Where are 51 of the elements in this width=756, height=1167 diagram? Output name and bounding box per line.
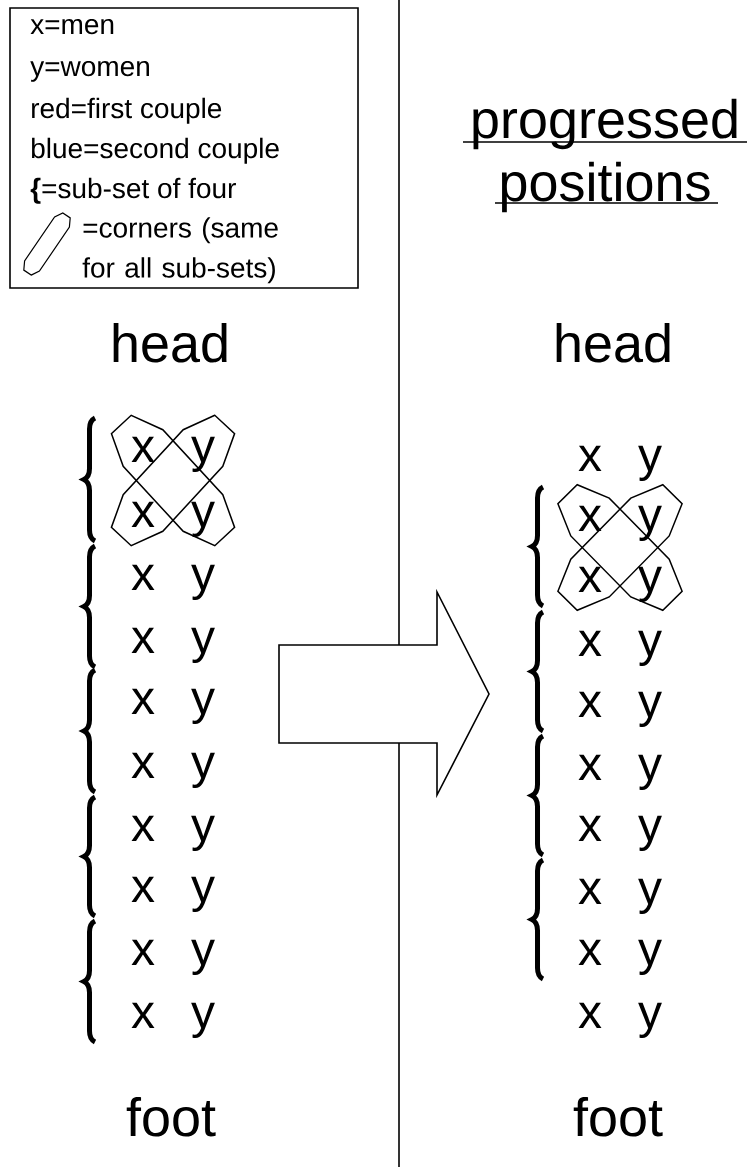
dancer-letter: x — [131, 1002, 155, 1028]
dancer-letter: x — [578, 630, 602, 656]
dancer-letter: x — [131, 752, 155, 778]
dancer-letter: x — [131, 564, 155, 590]
dancer-letter: y — [191, 939, 215, 975]
legend-entry: =corners (same for all sub-sets) — [82, 217, 278, 284]
dancer-letter: y — [191, 501, 215, 537]
dancer-letter: y — [191, 876, 215, 912]
dancer-letter: y — [638, 445, 662, 481]
dancer-letter: x — [578, 754, 602, 780]
dancer-letter: y — [638, 878, 662, 914]
dancer-letter: y — [638, 754, 662, 790]
dancer-letter: x — [578, 815, 602, 841]
dancer-letter: y — [191, 752, 215, 788]
legend-entry: red=first couple — [32, 97, 222, 124]
dancer-letter: x — [131, 627, 155, 653]
dancer-letter: x — [578, 691, 602, 717]
legend-entry: x=men — [30, 18, 114, 35]
dancer-letter: x — [578, 1002, 602, 1028]
dancer-letter: x — [578, 505, 602, 531]
dancer-letter: x — [131, 688, 155, 714]
legend-entry: {=sub-set of four — [30, 177, 236, 204]
dancer-letter: x — [131, 876, 155, 902]
dancer-letter: x — [578, 445, 602, 471]
dancer-letter: x — [578, 566, 602, 592]
dancer-letter: y — [191, 564, 215, 600]
legend-entry: y=women — [30, 60, 149, 82]
dancer-letter: y — [638, 505, 662, 541]
dancer-letter: y — [638, 1002, 662, 1038]
dancer-letter: y — [191, 815, 215, 851]
dancer-letter: y — [191, 436, 215, 472]
dancer-letter: x — [131, 436, 155, 462]
dancer-letter: y — [638, 566, 662, 602]
dancer-letter: y — [191, 627, 215, 663]
section-heading: progressed positions — [462, 98, 748, 213]
position-label: head — [556, 322, 670, 363]
legend-entry: blue=second couple — [32, 137, 279, 164]
dancer-letter: y — [191, 1002, 215, 1038]
dancer-letter: y — [638, 939, 662, 975]
position-label: foot — [126, 1096, 216, 1137]
dancer-letter: x — [131, 501, 155, 527]
dancer-letter: x — [131, 939, 155, 965]
dancer-letter: y — [638, 691, 662, 727]
dancer-letter: y — [191, 688, 215, 724]
dancer-letter: x — [131, 815, 155, 841]
position-label: foot — [573, 1096, 663, 1137]
dancer-letter: x — [578, 878, 602, 904]
position-label: head — [113, 322, 227, 363]
dancer-letter: x — [578, 939, 602, 965]
dancer-letter: y — [638, 815, 662, 851]
dancer-letter: y — [638, 630, 662, 666]
